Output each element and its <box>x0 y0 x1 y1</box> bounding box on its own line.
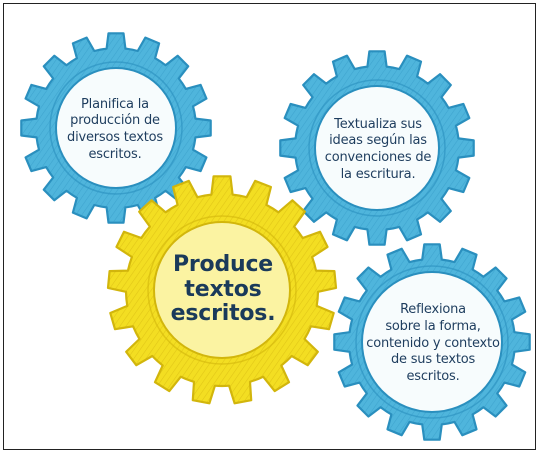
textualiza-gear-center <box>314 85 440 211</box>
gear-textualiza-label: Textualiza sus ideas según las convencio… <box>324 116 432 182</box>
planifica-gear-center <box>55 67 177 189</box>
gear-textualiza <box>279 50 475 246</box>
reflexiona-gear-ring <box>355 265 509 419</box>
reflexiona-gear-center <box>361 271 503 413</box>
gear-planifica-label: Planifica la producción de diversos text… <box>67 96 163 162</box>
textualiza-gear-ring <box>308 79 446 217</box>
gear-reflexiona-label: Reflexiona sobre la forma, contenido y c… <box>366 302 500 384</box>
gear-produce <box>106 175 338 405</box>
gear-reflexiona <box>333 243 531 441</box>
gear-produce-label: Produce textos escritos. <box>170 252 276 327</box>
planifica-gear-ring <box>49 61 183 195</box>
produce-gear-ring <box>147 215 297 365</box>
produce-gear-center <box>153 221 291 359</box>
gear-planifica <box>20 32 212 224</box>
